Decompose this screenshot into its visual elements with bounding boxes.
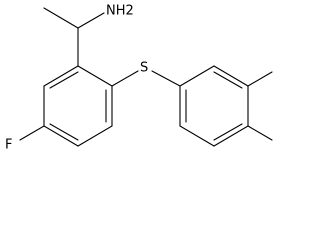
bond xyxy=(77,125,113,147)
bond xyxy=(213,65,249,87)
bond xyxy=(43,65,79,87)
bond xyxy=(43,7,79,29)
fluorophenyl-ring xyxy=(43,65,113,147)
dimethylphenyl-ring xyxy=(179,65,249,147)
bond xyxy=(43,125,79,147)
carbon-fluorine-bond xyxy=(19,125,45,141)
double-bond-inner xyxy=(49,71,79,89)
methyl-bond-upper xyxy=(247,71,273,87)
bond xyxy=(111,70,139,87)
bond xyxy=(151,70,181,87)
bond xyxy=(213,125,249,147)
bond xyxy=(179,125,215,147)
double-bond-inner xyxy=(49,123,79,141)
amine-label: NH2 xyxy=(106,4,134,19)
fluorine-label: F xyxy=(5,138,12,153)
methyl-bond-lower xyxy=(247,125,273,141)
sulfur-label: S xyxy=(140,61,148,76)
bond xyxy=(77,65,113,87)
thioether-bridge xyxy=(111,70,181,87)
molecular-structure: NH2 S F xyxy=(5,4,273,153)
double-bond-inner xyxy=(213,71,243,89)
aminoethyl-group xyxy=(43,7,105,67)
double-bond-inner xyxy=(213,123,243,141)
bond xyxy=(77,12,105,29)
bond xyxy=(179,65,215,87)
